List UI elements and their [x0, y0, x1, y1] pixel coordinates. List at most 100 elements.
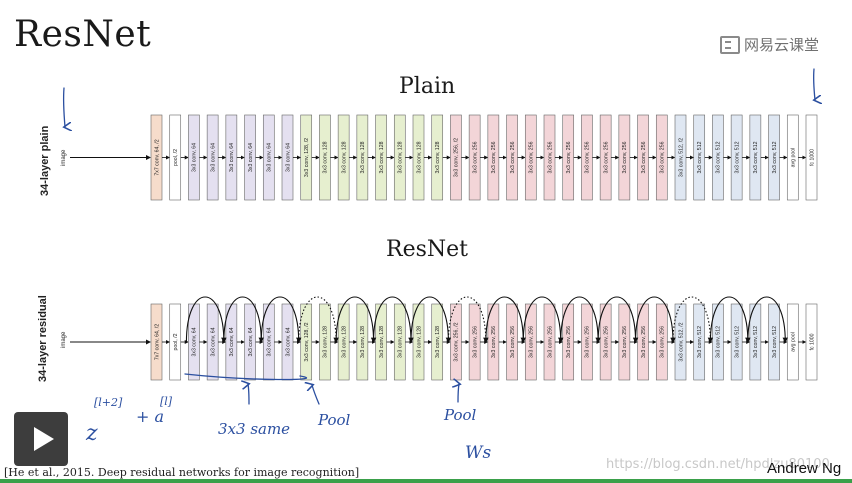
resnet-layer-label: 3x3 conv, 64 — [285, 327, 291, 356]
plain-layer-label: fc 1000 — [809, 149, 815, 166]
resnet-identity-shortcut — [635, 296, 676, 344]
resnet-identity-shortcut — [522, 296, 564, 344]
plain-layer-label: 3x3 conv, 256 — [529, 141, 535, 173]
formula-z: z — [85, 421, 98, 446]
plain-layer-label: 7x7 conv, 64, /2 — [154, 139, 160, 175]
resnet-layer-label: 3x3 conv, 256 — [472, 326, 478, 358]
pool-label-2: Pool — [443, 406, 477, 424]
resnet-layer-label: 3x3 conv, 256 — [660, 326, 666, 358]
resnet-identity-shortcut — [260, 296, 302, 344]
citation: [He et al., 2015. Deep residual networks… — [4, 466, 360, 479]
plain-layer-label: 3x3 conv, 64 — [229, 143, 235, 172]
resnet-layer-label: 3x3 conv, 128, /2 — [304, 322, 310, 361]
resnet-layer-label: 3x3 conv, 128 — [416, 326, 422, 358]
plain-arrow-left — [64, 87, 65, 127]
resnet-layer-label: 3x3 conv, 64 — [229, 327, 235, 356]
plain-layer-label: 3x3 conv, 128, /2 — [304, 138, 310, 177]
resnet-layer-label: 3x3 conv, 512 — [753, 326, 759, 358]
plain-arrow-right — [814, 68, 815, 100]
resnet-layer-label: 3x3 conv, 512 — [772, 326, 778, 358]
plain-layer-label: pool, /2 — [173, 149, 179, 166]
resnet-layer-label: 3x3 conv, 64 — [192, 327, 198, 356]
plain-layer-label: 3x3 conv, 256 — [510, 141, 516, 173]
plain-layer-label: 3x3 conv, 512 — [697, 141, 703, 173]
resnet-layer-label: 3x3 conv, 64 — [210, 327, 216, 356]
plain-layer-label: 3x3 conv, 512 — [772, 141, 778, 173]
resnet-identity-shortcut — [485, 296, 527, 344]
resnet-identity-shortcut — [185, 296, 227, 344]
plain-layer-label: 3x3 conv, 512, /2 — [678, 138, 684, 177]
same-label: 3x3 same — [218, 420, 290, 438]
resnet-layer-label: 3x3 conv, 256 — [529, 326, 535, 358]
plain-layer-label: 3x3 conv, 512 — [716, 141, 722, 173]
resnet-layer-label: 3x3 conv, 128 — [323, 326, 329, 358]
resnet-layer-label: 3x3 conv, 256 — [603, 326, 609, 358]
resnet-layer-label: 3x3 conv, 256, /2 — [454, 322, 460, 361]
plain-network: 7x7 conv, 64, /2 pool, /2 3x3 conv, 64 3x3 … — [70, 114, 818, 201]
plain-layer-label: 3x3 conv, 128 — [435, 141, 441, 173]
plain-layer-label: 3x3 conv, 512 — [753, 141, 759, 173]
underline-bracket — [184, 373, 308, 381]
plain-layer-label: 3x3 conv, 64 — [267, 143, 273, 172]
plain-layer-box — [805, 114, 818, 201]
plain-layer-label: 3x3 conv, 256 — [641, 141, 647, 173]
resnet-identity-shortcut — [597, 296, 639, 344]
resnet-identity-shortcut — [335, 296, 377, 344]
formula-sup-l2: [l+2] — [94, 396, 123, 409]
plain-layer-label: 3x3 conv, 64 — [248, 143, 254, 172]
handwritten-text: z [l+2] + a [l] 3x3 same Pool Pool Ws — [85, 395, 491, 463]
resnet-layer-label: 3x3 conv, 256 — [510, 326, 516, 358]
netease-watermark: 网易云课堂 — [720, 34, 819, 55]
plain-layer-label: 3x3 conv, 128 — [379, 141, 385, 173]
netease-logo-icon — [720, 35, 740, 54]
author-name: Andrew Ng — [767, 460, 842, 477]
plain-layer-label: 3x3 conv, 256 — [585, 141, 591, 173]
resnet-layer-label: 3x3 conv, 128 — [379, 326, 385, 358]
progress-bar[interactable] — [0, 479, 852, 483]
plain-layer-label: 3x3 conv, 256 — [622, 141, 628, 173]
plain-layer-label: 3x3 conv, 256 — [566, 141, 572, 173]
plain-title: Plain — [399, 74, 456, 99]
plain-layer-label: 3x3 conv, 64 — [285, 143, 291, 172]
formula-sup-l: [l] — [160, 395, 173, 408]
resnet-title: ResNet — [386, 237, 468, 262]
resnet-layer-label: 7x7 conv, 64, /2 — [154, 324, 160, 360]
plain-layer-label: 3x3 conv, 256 — [472, 141, 478, 173]
arrow-to-pool-1 — [312, 385, 320, 405]
resnet-layer-label: 3x3 conv, 128 — [341, 326, 347, 358]
ws-label: Ws — [465, 443, 491, 463]
resnet-projection-shortcut — [447, 296, 489, 344]
netease-brand-text: 网易云课堂 — [744, 36, 820, 54]
resnet-identity-shortcut — [560, 296, 601, 344]
arrow-to-same — [248, 384, 249, 405]
resnet-layer-label: 3x3 conv, 128 — [398, 326, 404, 358]
resnet-layer-label: 3x3 conv, 64 — [248, 327, 254, 356]
pool-label-1: Pool — [317, 411, 351, 429]
resnet-layer-label: 3x3 conv, 512 — [716, 326, 722, 358]
csdn-watermark-url: https://blog.csdn.net/hpdlzu80100 — [606, 457, 830, 472]
plain-layer-label: avg pool — [791, 148, 797, 168]
slide-title: ResNet — [14, 14, 152, 55]
plain-layer-label: 3x3 conv, 256 — [491, 141, 497, 173]
plain-layer-label: 3x3 conv, 256 — [547, 141, 553, 173]
resnet-layer-label: 3x3 conv, 256 — [622, 326, 628, 358]
plain-layer-label: 3x3 conv, 128 — [341, 141, 347, 173]
handwritten-annotations — [64, 68, 815, 405]
plain-layer-label: 3x3 conv, 128 — [416, 141, 422, 173]
resnet-layer-box — [805, 303, 818, 381]
plain-layer-label: 3x3 conv, 512 — [734, 141, 740, 173]
resnet-identity-shortcut — [373, 296, 414, 344]
resnet-identity-shortcut — [709, 296, 751, 344]
plain-layer-label: 3x3 conv, 64 — [192, 143, 198, 172]
plain-layer-label: 3x3 conv, 256 — [660, 141, 666, 173]
resnet-layer-label: 3x3 conv, 128 — [360, 326, 366, 358]
play-button[interactable] — [14, 412, 68, 466]
resnet-layer-label: 3x3 conv, 256 — [491, 326, 497, 358]
plain-layer-label: 3x3 conv, 128 — [398, 141, 404, 173]
resnet-layer-label: 3x3 conv, 256 — [566, 326, 572, 358]
resnet-layer-label: 3x3 conv, 256 — [585, 326, 591, 358]
resnet-identity-shortcut — [747, 296, 789, 344]
resnet-layer-label: 3x3 conv, 512 — [697, 326, 703, 358]
